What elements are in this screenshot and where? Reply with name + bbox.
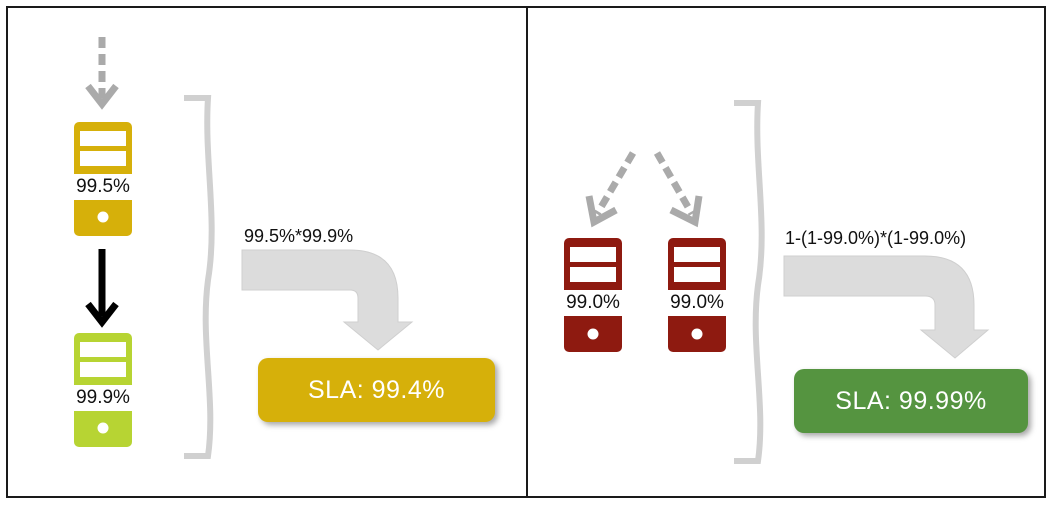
- bracket-right: [734, 100, 765, 464]
- server-icon-bottom: [74, 333, 132, 447]
- formula-right: 1-(1-99.0%)*(1-99.0%): [785, 228, 967, 248]
- availability-label-right-2: 99.0%: [670, 292, 724, 313]
- flow-arrow-left: [241, 249, 414, 351]
- incoming-dashed-arrow-left: [85, 37, 119, 110]
- incoming-dashed-arrows-right: [585, 151, 703, 228]
- panel-divider: [526, 6, 528, 498]
- dependency-arrow: [85, 249, 119, 328]
- sla-result-right: SLA: 99.99%: [794, 369, 1028, 433]
- server-icon-right-2: [668, 238, 726, 352]
- availability-label-top: 99.5%: [76, 176, 130, 197]
- availability-label-right-1: 99.0%: [566, 292, 620, 313]
- availability-label-bottom: 99.9%: [76, 387, 130, 408]
- server-icon-right-1: [564, 238, 622, 352]
- server-icon-top: [74, 122, 132, 236]
- formula-left: 99.5%*99.9%: [244, 226, 354, 246]
- sla-result-left: SLA: 99.4%: [258, 358, 495, 422]
- bracket-left: [184, 95, 215, 459]
- flow-arrow-right: [783, 255, 990, 359]
